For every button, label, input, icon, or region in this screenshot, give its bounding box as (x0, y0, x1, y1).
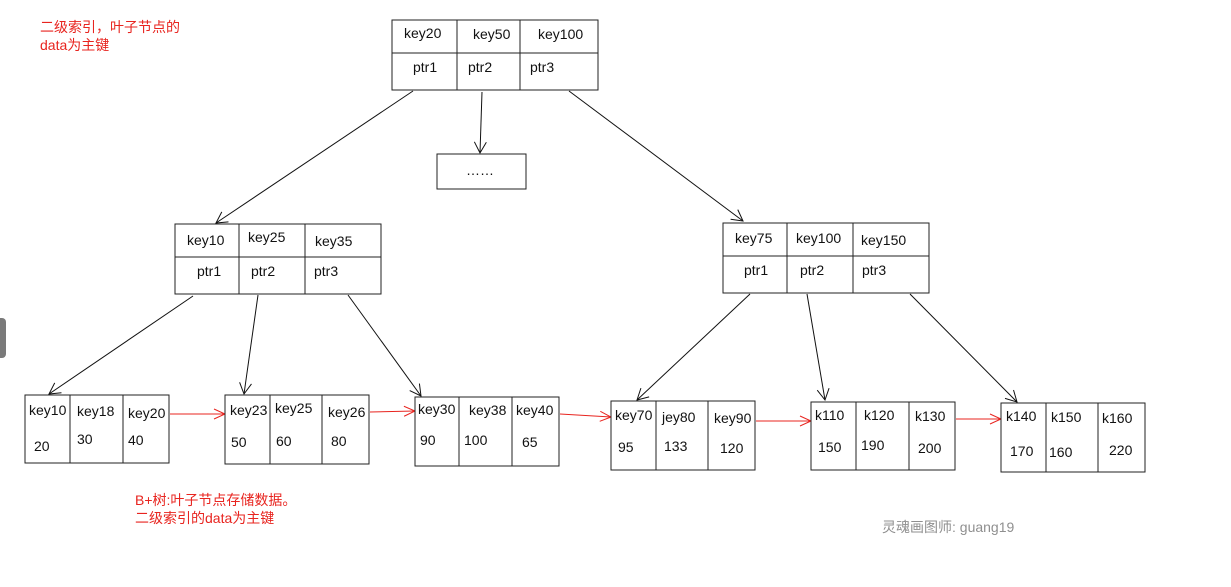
root-ptr-2: ptr2 (468, 59, 492, 75)
edge-right-to-leaf-4 (636, 293, 751, 401)
leaf-1-data-2: 30 (77, 431, 93, 447)
edge-left-to-leaf-2 (239, 294, 259, 396)
leaf-2-key-1: key23 (230, 402, 268, 418)
root-key-1: key20 (404, 25, 442, 41)
leaf-5-key-2: k120 (864, 407, 895, 423)
right-internal-key-1: key75 (735, 230, 773, 246)
leaf-2-data-3: 80 (331, 433, 347, 449)
leaf-3-data-2: 100 (464, 432, 488, 448)
leaf-node-6: k140 k150 k160 170 160 220 (1000, 402, 1146, 473)
edge-right-to-leaf-5 (806, 293, 830, 402)
leaf-1-data-1: 20 (34, 438, 50, 454)
edge-left-to-leaf-1 (48, 295, 194, 395)
left-internal-key-3: key35 (315, 233, 353, 249)
leaf-1-key-1: key10 (29, 402, 67, 418)
secondary-index-note: 二级索引，叶子节点的 data为主键 (40, 19, 180, 53)
leaf-2-data-2: 60 (276, 433, 292, 449)
leaf-1-key-2: key18 (77, 403, 115, 419)
leaf-3-key-2: key38 (469, 402, 507, 418)
leaf-3-key-1: key30 (418, 401, 456, 417)
edge-right-to-leaf-6 (909, 293, 1018, 403)
leaf-node-3: key30 key38 key40 90 100 65 (414, 396, 560, 467)
leaf-5-key-3: k130 (915, 408, 946, 424)
leaf-node-4: key70 jey80 key90 95 133 120 (610, 400, 756, 471)
left-internal-ptr-1: ptr1 (197, 263, 221, 279)
leaf-node-2: key23 key25 key26 50 60 80 (224, 394, 370, 465)
right-internal-ptr-3: ptr3 (862, 262, 886, 278)
author-watermark: 灵魂画图师: guang19 (882, 519, 1015, 535)
root-key-3: key100 (538, 26, 583, 42)
right-internal-ptr-2: ptr2 (800, 262, 824, 278)
leaf-node-1: key10 key18 key20 20 30 40 (24, 394, 170, 464)
leaf-2-data-1: 50 (231, 434, 247, 450)
right-internal-ptr-1: ptr1 (744, 262, 768, 278)
leaf-4-key-2: jey80 (661, 409, 696, 425)
leaf-1-data-3: 40 (128, 432, 144, 448)
leaf-3-data-1: 90 (420, 432, 436, 448)
right-internal-key-3: key150 (861, 232, 906, 248)
leaf-5-key-1: k110 (815, 407, 845, 423)
leaf-6-key-3: k160 (1102, 410, 1133, 426)
left-internal-key-2: key25 (248, 229, 286, 245)
leaf-5-data-3: 200 (918, 440, 942, 456)
leaf-4-key-1: key70 (615, 407, 653, 423)
leaf-2-key-2: key25 (275, 400, 313, 416)
edge-root-to-left (215, 90, 414, 224)
leaf-5-data-1: 150 (818, 439, 842, 455)
leaf-node-5: k110 k120 k130 150 190 200 (810, 401, 956, 471)
leaf-2-key-3: key26 (328, 404, 366, 420)
leaf-4-data-3: 120 (720, 440, 744, 456)
edge-left-to-leaf-3 (347, 294, 422, 397)
edge-root-to-middle (473, 91, 487, 155)
right-internal-key-2: key100 (796, 230, 841, 246)
root-node: key20 key50 key100 ptr1 ptr2 ptr3 (391, 19, 599, 91)
left-internal-ptr-2: ptr2 (251, 263, 275, 279)
leaf-1-key-3: key20 (128, 405, 166, 421)
leaf-4-data-1: 95 (618, 439, 634, 455)
leaf-6-key-1: k140 (1006, 408, 1037, 424)
internal-node-right: key75 key100 key150 ptr1 ptr2 ptr3 (722, 222, 930, 294)
leaf-4-key-3: key90 (714, 410, 752, 426)
leaf-6-data-3: 220 (1109, 442, 1133, 458)
leaf-3-data-3: 65 (522, 434, 538, 450)
middle-placeholder-node: …… (436, 153, 527, 190)
link-leaf-3-to-4 (559, 410, 613, 422)
root-key-2: key50 (473, 26, 511, 42)
bplus-tree-note: B+树:叶子节点存储数据。 二级索引的data为主键 (135, 492, 297, 526)
edge-root-to-right (568, 90, 744, 222)
tree-edges (48, 90, 1018, 403)
root-ptr-1: ptr1 (413, 59, 437, 75)
leaf-4-data-2: 133 (664, 438, 688, 454)
side-panel-handle[interactable] (0, 318, 6, 358)
leaf-6-data-1: 170 (1010, 443, 1034, 459)
left-internal-ptr-3: ptr3 (314, 263, 338, 279)
internal-node-left: key10 key25 key35 ptr1 ptr2 ptr3 (174, 223, 382, 295)
leaf-3-key-3: key40 (516, 402, 554, 418)
leaf-6-data-2: 160 (1049, 444, 1073, 460)
leaf-6-key-2: k150 (1051, 409, 1082, 425)
leaf-5-data-2: 190 (861, 437, 885, 453)
link-leaf-2-to-3 (369, 405, 417, 417)
placeholder-ellipsis: …… (466, 162, 494, 178)
leaf-links (170, 405, 1003, 427)
root-ptr-3: ptr3 (530, 59, 554, 75)
left-internal-key-1: key10 (187, 232, 225, 248)
